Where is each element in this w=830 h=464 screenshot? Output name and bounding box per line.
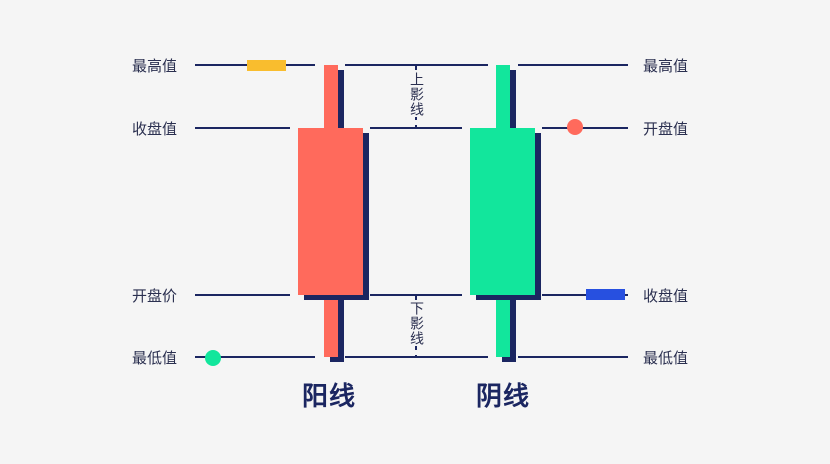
bullish-title: 阳线 — [302, 382, 357, 412]
left-open-label: 开盘价 — [132, 287, 178, 305]
bearish-title: 阴线 — [476, 382, 531, 412]
open-marker — [567, 119, 583, 135]
right-open-label: 开盘值 — [643, 120, 689, 138]
high-marker — [247, 60, 286, 71]
close-marker — [586, 289, 625, 300]
bearish-upper-wick — [496, 65, 510, 129]
left-low-label: 最低值 — [132, 349, 178, 367]
right-low-label: 最低值 — [643, 349, 689, 367]
right-close-label: 收盘值 — [643, 287, 689, 305]
bullish-lower-wick — [324, 293, 338, 357]
left-high-label: 最高值 — [132, 57, 178, 75]
right-high-label: 最高值 — [643, 57, 689, 75]
bullish-body — [298, 128, 363, 295]
low-marker — [205, 350, 221, 366]
upper-shadow-label: 上影线 — [408, 72, 424, 117]
bullish-candle — [298, 65, 369, 362]
lower-shadow-label: 下影线 — [408, 301, 424, 346]
bearish-candle — [470, 65, 541, 362]
left-close-label: 收盘值 — [132, 120, 178, 138]
bullish-upper-wick — [324, 65, 338, 129]
bearish-body — [470, 128, 535, 295]
bearish-lower-wick — [496, 293, 510, 357]
